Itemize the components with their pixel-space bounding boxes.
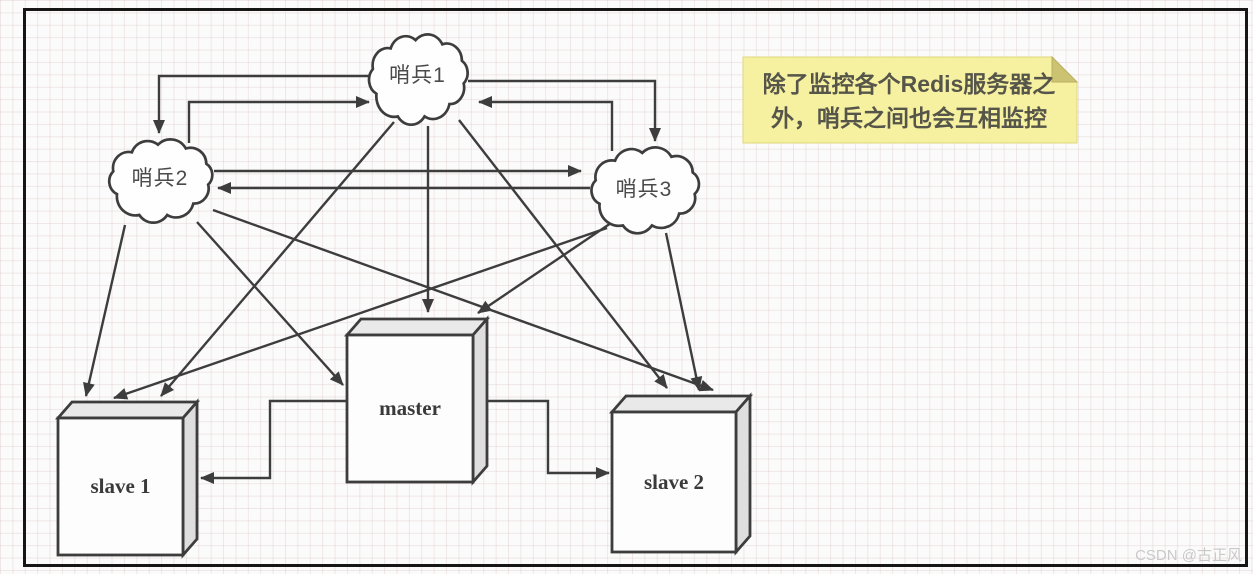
watermark: CSDN @古正风: [1135, 547, 1242, 564]
edge-master-to-slave1: [200, 399, 347, 484]
edge-sentinel2-to-slave2: [212, 208, 714, 392]
edge-master-to-slave2: [487, 399, 610, 479]
label-sentinel3: 哨兵3: [615, 178, 673, 201]
label-master: master: [379, 396, 441, 420]
cloud-sentinel1: [369, 34, 468, 124]
cloud-sentinel3: [591, 147, 698, 233]
edge-sentinel3-to-slave2: [664, 232, 703, 391]
edge-sentinel3-to-sentinel1: [478, 96, 614, 151]
edge-sentinel2-to-slave1: [83, 224, 127, 397]
sticky-note: [742, 55, 1079, 144]
diagram-frame: [23, 8, 1248, 567]
edge-sentinel3-to-slave1: [113, 226, 608, 400]
edge-sentinel1-to-sentinel3: [468, 79, 661, 142]
edge-sentinel1-to-slave1: [160, 121, 395, 397]
label-sentinel1: 哨兵1: [389, 64, 446, 87]
edge-sentinel3-to-master: [477, 220, 615, 314]
box-master: [343, 315, 491, 486]
sticky-note-text: 除了监控各个Redis服务器之 外，哨兵之间也会互相监控: [748, 63, 1070, 139]
edge-sentinel2-to-sentinel1: [187, 96, 370, 143]
edge-sentinel2-to-master: [196, 221, 344, 386]
box-slave1: [54, 398, 201, 559]
edges-layer: [83, 74, 714, 484]
cloud-sentinel2: [109, 139, 212, 222]
edge-sentinel1-to-slave2: [458, 119, 668, 389]
sticky-note-line1: 除了监控各个Redis服务器之: [762, 71, 1056, 97]
label-slave2: slave 2: [643, 469, 705, 494]
label-sentinel2: 哨兵2: [131, 167, 189, 190]
note-fold-corner: [1051, 55, 1079, 83]
sticky-note-line2: 外，哨兵之间也会互相监控: [771, 105, 1047, 131]
edge-sentinel1-to-sentinel2: [153, 74, 374, 134]
label-slave1: slave 1: [90, 474, 151, 498]
box-slave2: [608, 392, 754, 556]
